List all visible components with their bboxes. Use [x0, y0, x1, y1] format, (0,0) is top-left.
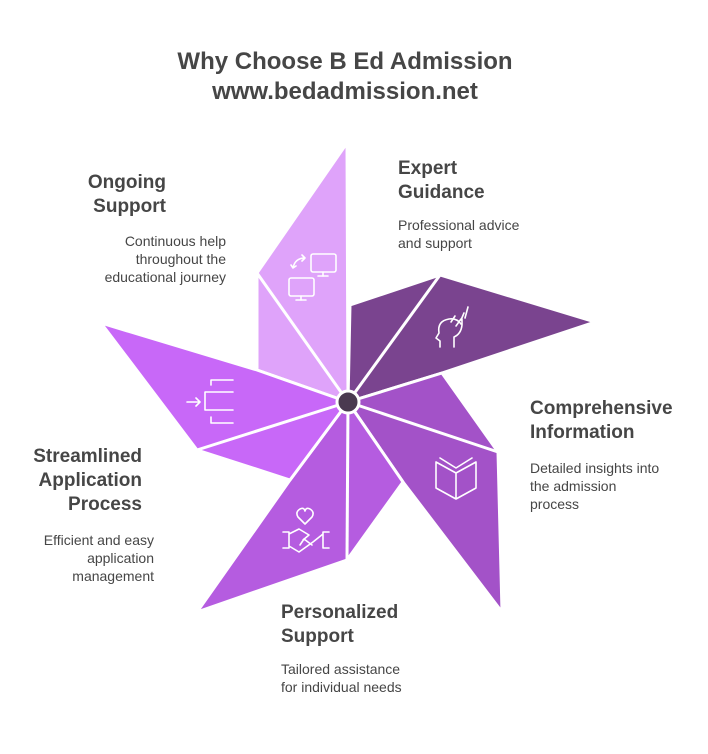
desc-line: educational journey: [104, 269, 226, 285]
desc-ongoing-support: Continuous help throughout the educational…: [105, 232, 226, 286]
label-line: Expert: [398, 158, 458, 179]
divider: [255, 272, 350, 403]
blade-expert-guidance: [346, 273, 597, 404]
label-line: Support: [93, 196, 166, 217]
divider: [347, 400, 499, 454]
desc-line: throughout the: [135, 251, 226, 267]
desc-line: Tailored assistance: [281, 661, 401, 677]
blade-streamlined-application: [99, 321, 350, 482]
desc-line: application: [87, 550, 154, 566]
desc-line: Continuous help: [124, 233, 226, 249]
label-line: Process: [68, 494, 142, 515]
desc-streamlined-application: Efficient and easy application management: [44, 531, 154, 585]
label-line: Support: [281, 626, 354, 647]
open-book-icon: [435, 457, 477, 500]
desc-line: for individual needs: [281, 679, 402, 695]
diagram-title: Why Choose B Ed Admission www.bedadmissi…: [0, 47, 690, 107]
desc-comprehensive-information: Detailed insights into the admission proce…: [530, 459, 659, 513]
label-line: Guidance: [398, 182, 485, 203]
desc-expert-guidance: Professional advice and support: [398, 216, 519, 252]
center-hub: [335, 389, 361, 415]
desc-line: Efficient and easy: [43, 532, 154, 548]
desc-line: Professional advice: [398, 217, 520, 233]
label-line: Personalized: [281, 602, 399, 623]
head-guidance-icon: [435, 306, 469, 348]
desc-line: Detailed insights into: [530, 460, 660, 476]
title-line: Why Choose B Ed Admission: [177, 48, 513, 75]
enter-bracket-icon: [186, 379, 234, 424]
computers-sync-icon: [288, 253, 337, 301]
desc-line: and support: [398, 235, 472, 251]
divider: [345, 401, 350, 561]
desc-line: the admission: [530, 478, 617, 494]
desc-line: management: [72, 568, 154, 584]
desc-personalized-support: Tailored assistance for individual needs: [281, 660, 402, 696]
heart-handshake-icon: [282, 507, 330, 553]
title-url: www.bedadmission.net: [212, 78, 478, 105]
divider: [346, 274, 442, 403]
label-line: Ongoing: [87, 172, 166, 193]
desc-line: process: [530, 496, 580, 512]
divider: [196, 400, 349, 452]
label-line: Application: [38, 470, 142, 491]
label-line: Information: [530, 422, 635, 443]
label-line: Streamlined: [33, 446, 142, 467]
label-line: Comprehensive: [530, 398, 673, 419]
